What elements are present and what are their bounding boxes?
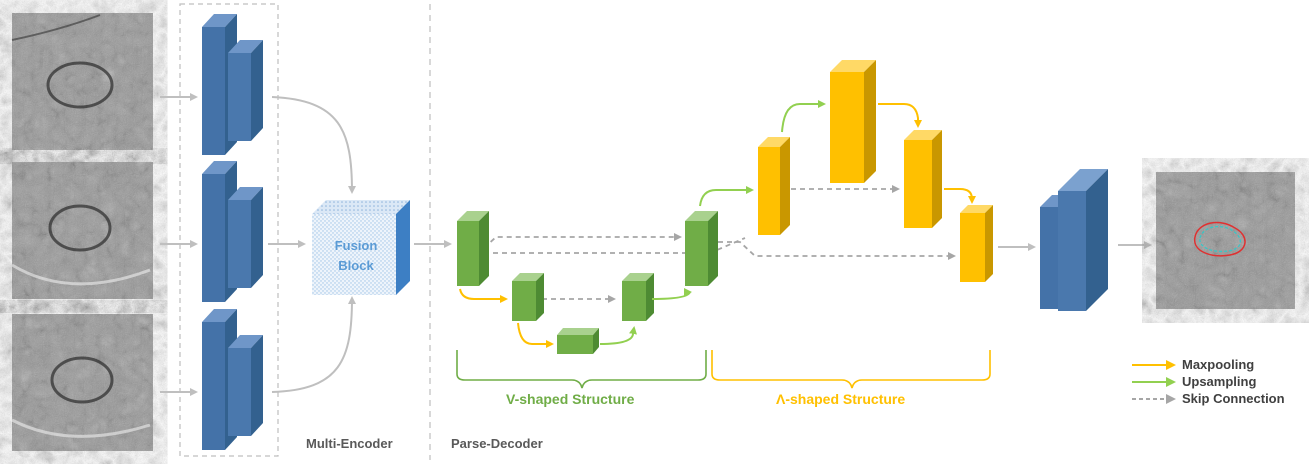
output-image bbox=[1156, 172, 1295, 309]
a-block-2 bbox=[830, 60, 876, 183]
v-block-1 bbox=[457, 211, 489, 286]
a-block-4 bbox=[960, 205, 993, 282]
a-structure-brace bbox=[711, 350, 991, 389]
skip-connections bbox=[483, 185, 956, 303]
encoder-fusion-arrows bbox=[268, 96, 356, 393]
legend-label: Maxpooling bbox=[1182, 357, 1255, 372]
a-block-1 bbox=[758, 137, 790, 235]
input-image-1 bbox=[11, 13, 153, 150]
fusion-label-line1: Fusion bbox=[334, 238, 378, 253]
v-structure-brace bbox=[456, 350, 707, 389]
input-arrows bbox=[160, 93, 198, 396]
input-image-3 bbox=[11, 314, 153, 451]
a-flow-arrows bbox=[699, 100, 976, 207]
v-flow-arrows bbox=[459, 288, 693, 348]
fusion-label-line2: Block bbox=[338, 258, 374, 273]
encoder-block-3 bbox=[202, 309, 263, 450]
encoder-block-1 bbox=[202, 14, 263, 155]
output-block bbox=[1040, 169, 1108, 311]
encoder-frame bbox=[179, 3, 279, 457]
skip-connection-arrow-icon bbox=[1132, 394, 1176, 404]
v-structure-label: V-shaped Structure bbox=[506, 391, 635, 407]
upsampling-arrow-icon bbox=[1132, 377, 1176, 387]
v-block-5 bbox=[685, 211, 718, 286]
multi-encoder-label: Multi-Encoder bbox=[306, 436, 393, 451]
fusion-block bbox=[312, 200, 410, 295]
parse-decoder-label: Parse-Decoder bbox=[451, 436, 543, 451]
maxpooling-arrow-icon bbox=[1132, 360, 1176, 370]
legend-label: Upsampling bbox=[1182, 374, 1257, 389]
a-structure-label: Λ-shaped Structure bbox=[776, 391, 906, 407]
v-block-4 bbox=[622, 273, 654, 321]
input-image-2 bbox=[11, 162, 153, 299]
fusion-block-label: Fusion Block bbox=[320, 236, 392, 276]
legend-label: Skip Connection bbox=[1182, 391, 1285, 406]
v-block-3 bbox=[557, 328, 599, 354]
encoder-block-2 bbox=[202, 161, 263, 302]
v-block-2 bbox=[512, 273, 544, 321]
a-block-3 bbox=[904, 130, 942, 228]
